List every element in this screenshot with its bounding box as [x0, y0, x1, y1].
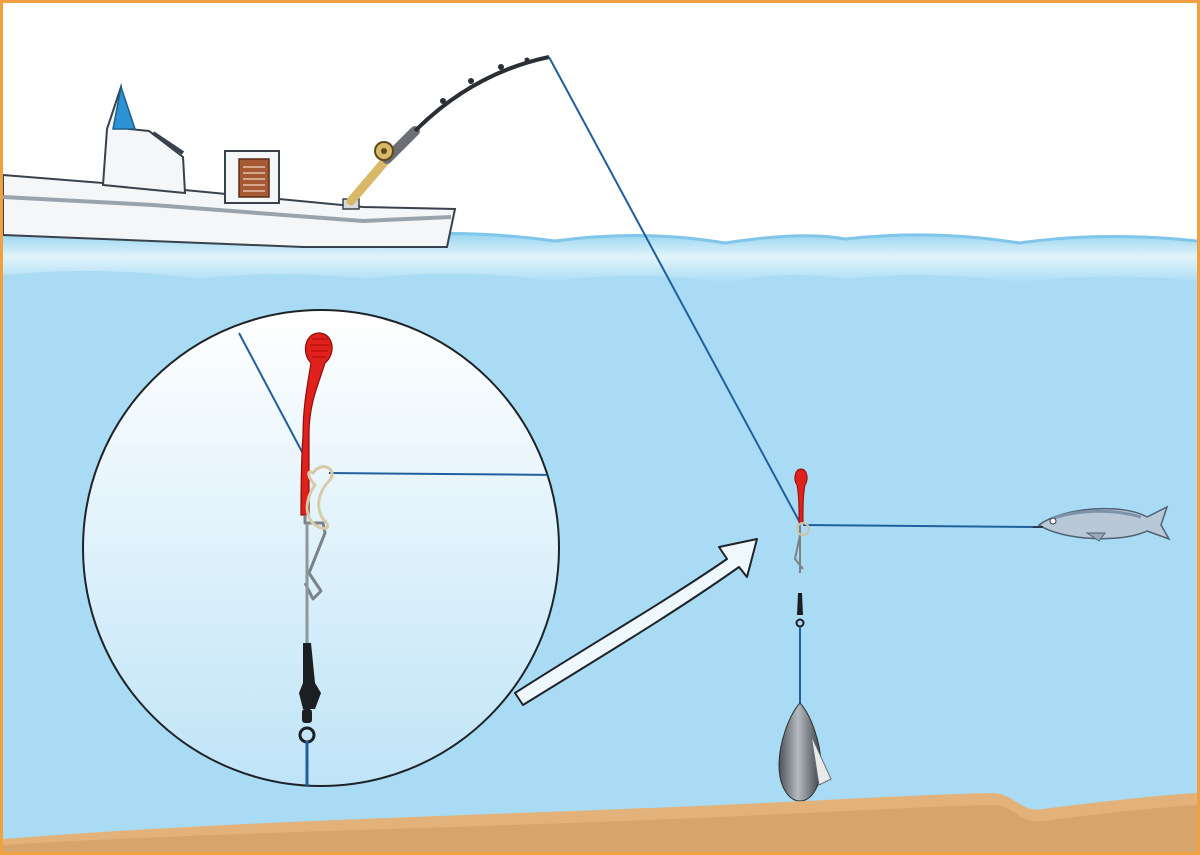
- rig-clip: [793, 534, 804, 570]
- pointer-arrow: [514, 538, 758, 706]
- vent-slats: [243, 166, 265, 192]
- magnifier-circle: [82, 309, 560, 787]
- fish-fin: [1085, 532, 1106, 542]
- fish-back: [1050, 509, 1142, 521]
- fishing-line: [548, 56, 800, 522]
- rod-blank-upper: [420, 56, 550, 126]
- swivel-ring: [795, 618, 805, 628]
- float-ribs: [310, 338, 330, 358]
- fish-eye: [1049, 517, 1057, 525]
- boat: [3, 83, 457, 248]
- magnified-swivel-sleeve: [299, 643, 321, 709]
- rod-guides: [440, 57, 530, 104]
- reel: [374, 141, 394, 161]
- diagram-canvas: [3, 3, 1197, 852]
- fish-icon: [1033, 505, 1171, 542]
- magnified-leader-line: [328, 472, 559, 476]
- boat-window: [151, 131, 185, 155]
- sea-floor-shadow: [3, 805, 1197, 852]
- swivel-icon: [797, 593, 803, 615]
- magnified-main-line: [238, 332, 310, 466]
- sinker-fin: [810, 734, 832, 786]
- boat-stripe: [3, 195, 452, 224]
- rod-butt: [346, 154, 392, 206]
- magnified-swivel-barrel: [302, 709, 312, 723]
- leader-line: [802, 524, 1034, 528]
- sinker-icon: [778, 702, 822, 802]
- boat-mast-flag: [112, 84, 137, 130]
- sea-floor: [3, 793, 1197, 852]
- fishing-rod: [342, 55, 550, 210]
- magnified-knot: [305, 465, 334, 530]
- rig-knot: [796, 522, 810, 536]
- rig: [778, 468, 832, 802]
